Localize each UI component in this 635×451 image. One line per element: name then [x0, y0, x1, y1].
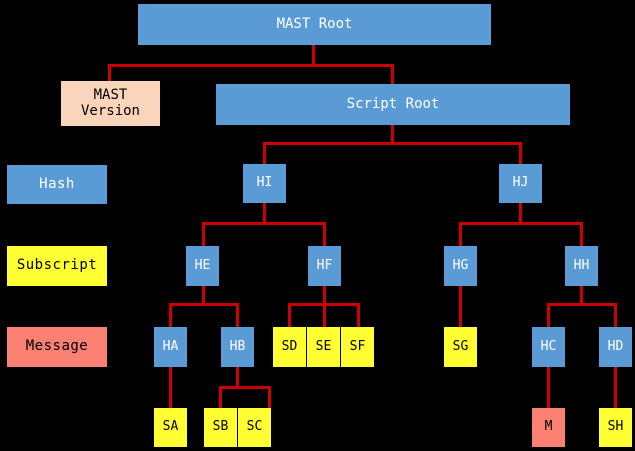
edge-hi-trunk	[263, 202, 266, 224]
edge-hh-bar	[547, 303, 616, 306]
edge-to-sg	[459, 285, 462, 328]
edge-to-sa	[169, 366, 172, 409]
edge-hh-trunk	[580, 285, 583, 305]
edge-to-hj	[519, 142, 522, 165]
node-sf[interactable]: SF	[341, 327, 374, 367]
node-se[interactable]: SE	[307, 327, 340, 367]
edge-hf-trunk	[323, 285, 326, 328]
edge-to-sf	[357, 303, 360, 328]
node-sc[interactable]: SC	[238, 408, 271, 447]
edge-script-root-bar	[263, 142, 522, 145]
edge-hb-trunk	[236, 366, 239, 388]
node-hc[interactable]: HC	[532, 327, 565, 367]
edge-to-hh	[580, 222, 583, 247]
node-sd[interactable]: SD	[273, 327, 306, 367]
node-hb[interactable]: HB	[221, 327, 254, 367]
node-hg[interactable]: HG	[444, 246, 477, 286]
edge-to-sh	[614, 366, 617, 409]
edge-to-hf	[323, 222, 326, 247]
edge-to-sb	[219, 386, 222, 409]
node-he[interactable]: HE	[186, 246, 219, 286]
node-hi[interactable]: HI	[243, 164, 286, 203]
node-sa[interactable]: SA	[154, 408, 187, 447]
edge-hb-bar	[219, 386, 271, 389]
edge-to-he	[202, 222, 205, 247]
legend-item-hash: Hash	[7, 165, 107, 204]
node-script-root[interactable]: Script Root	[216, 84, 570, 125]
edge-to-hd	[614, 303, 617, 328]
node-hh[interactable]: HH	[565, 246, 598, 286]
edge-to-sc	[268, 386, 271, 409]
edge-mast-root-trunk	[312, 44, 315, 66]
edge-to-sd	[288, 303, 291, 328]
node-hf[interactable]: HF	[308, 246, 341, 286]
node-m[interactable]: M	[532, 408, 565, 447]
edge-script-root-trunk	[391, 124, 394, 144]
edge-mast-root-bar-right	[312, 64, 394, 67]
edge-to-script-root	[391, 64, 394, 85]
legend-item-message: Message	[7, 327, 107, 367]
edge-hj-trunk	[519, 202, 522, 224]
edge-to-mast-version	[108, 64, 111, 82]
node-hd[interactable]: HD	[599, 327, 632, 367]
legend-item-subscript: Subscript	[7, 246, 107, 286]
node-ha[interactable]: HA	[154, 327, 187, 367]
edge-hj-bar	[459, 222, 583, 225]
node-hj[interactable]: HJ	[499, 164, 542, 203]
edge-to-m	[547, 366, 550, 409]
node-sg[interactable]: SG	[444, 327, 477, 367]
node-sb[interactable]: SB	[204, 408, 237, 447]
edge-to-hb	[236, 303, 239, 328]
edge-he-bar	[169, 303, 238, 306]
edge-he-trunk	[202, 285, 205, 305]
edge-to-hi	[263, 142, 266, 165]
node-sh[interactable]: SH	[599, 408, 632, 447]
edge-to-hg	[459, 222, 462, 247]
edge-to-ha	[169, 303, 172, 328]
node-mast-version[interactable]: MAST Version	[61, 81, 160, 126]
edge-to-hc	[547, 303, 550, 328]
edge-hi-bar	[202, 222, 326, 225]
edge-hf-bar	[288, 303, 360, 306]
edge-mast-root-bar	[108, 64, 315, 67]
node-mast-root[interactable]: MAST Root	[138, 4, 491, 45]
